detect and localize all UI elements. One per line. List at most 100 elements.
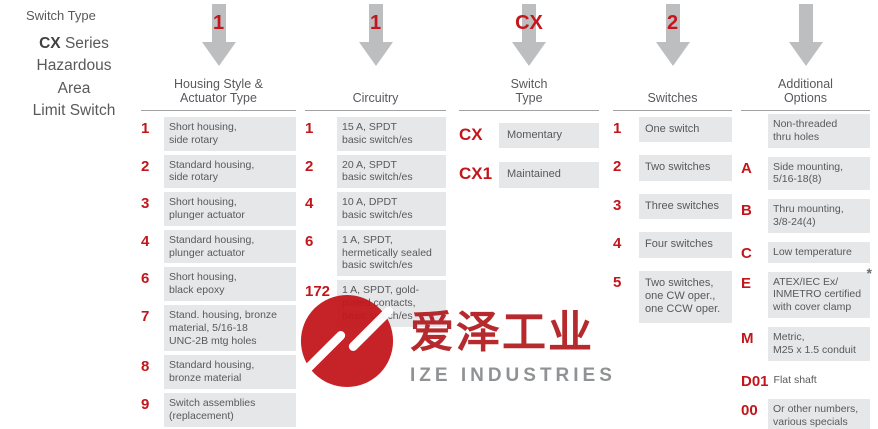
option-desc: Three switches [639,193,732,220]
option-code: A [741,159,752,177]
option-row: C Low temperature [741,241,870,263]
option-desc: Standard housing, side rotary [164,154,296,189]
option-row: 1 15 A, SPDT basic switch/es [305,117,446,151]
selected-code: CX [515,12,543,34]
option-row: M Metric, M25 x 1.5 conduit [741,326,870,361]
option-desc: Non-threaded thru holes [768,114,870,148]
selected-code: 2 [666,12,679,34]
option-code: 2 [141,157,150,175]
option-code: M [741,329,754,347]
option-code: 6 [305,232,314,250]
option-code: E [741,274,752,292]
option-desc: Or other numbers, various specials [768,399,870,429]
option-code: CX [459,125,483,144]
option-row: 2 20 A, SPDT basic switch/es [305,154,446,189]
column-title: Additional Options [778,76,833,106]
option-desc: 1 A, SPDT, hermetically sealed basic swi… [337,229,446,277]
option-code: 2 [305,157,314,175]
option-desc: 20 A, SPDT basic switch/es [337,154,446,189]
option-code: 4 [613,235,622,253]
down-arrow-icon [788,4,823,66]
column-housing-actuator: 1 Housing Style & Actuator Type 1 Short hou… [141,0,296,429]
option-desc: Standard housing, plunger actuator [164,229,296,264]
option-row: 9 Switch assemblies (replacement) [141,392,296,427]
option-code: 9 [141,395,150,413]
option-row: B Thru mounting, 3/8-24(4) [741,199,870,233]
title-line-2: Hazardous [36,57,112,75]
watermark-chinese: 爱泽工业 [410,306,594,358]
option-desc: Flat shaft [773,373,817,386]
option-row: 7 Stand. housing, bronze material, 5/16-1… [141,304,296,352]
option-desc: Maintained [499,162,599,188]
option-row: 3 Short housing, plunger actuator [141,192,296,226]
option-code [741,114,768,117]
option-code: C [741,244,752,262]
option-code: 172 [305,283,331,301]
option-row: D01 Flat shaft [741,370,870,391]
column-title: Housing Style & Actuator Type [174,76,263,106]
option-code: 2 [613,158,622,176]
column-header-zone: CX Switch Type [459,0,599,111]
series-line: CX Series [39,35,109,52]
option-list: 1 15 A, SPDT basic switch/es 2 20 A, SPDT b… [305,117,446,327]
option-code: 7 [141,307,150,325]
option-desc: Stand. housing, bronze material, 5/16-18… [164,304,296,352]
ize-watermark: 爱泽工业 IZE INDUSTRIES [298,292,616,390]
option-desc: Standard housing, bronze material [164,355,296,389]
watermark-text: 爱泽工业 IZE INDUSTRIES [410,296,616,387]
switch-type-label: Switch Type [26,8,96,23]
option-desc: Two switches [639,155,732,181]
option-code: 1 [613,120,622,137]
title-line-3: Area [57,79,91,97]
down-arrow-icon [358,4,393,66]
option-desc: Short housing, side rotary [164,117,296,151]
option-row: 4 Standard housing, plunger actuator [141,229,296,264]
option-code: 4 [141,232,150,250]
column-header-zone: Additional Options [741,0,870,111]
option-desc: One switch [639,117,732,143]
down-arrow-icon [512,4,546,66]
option-code: 6 [141,270,150,288]
option-code: 4 [305,195,314,213]
option-row: E ATEX/IEC Ex/ INMETRO certified with cov… [741,265,872,318]
option-row: 6 1 A, SPDT, hermetically sealed basic sw… [305,229,446,277]
option-desc: Side mounting, 5/16-18(8) [768,156,870,191]
option-desc: Metric, M25 x 1.5 conduit [768,326,870,361]
column-title: Switch Type [510,76,548,106]
option-desc: Four switches [639,232,732,258]
option-code: 1 [141,120,150,137]
option-code: 3 [141,195,150,213]
option-code: B [741,202,752,220]
title-line-4: Limit Switch [32,102,116,120]
option-desc: 15 A, SPDT basic switch/es [337,117,446,151]
option-desc: Low temperature [768,241,870,263]
option-code: D01 [741,372,769,390]
option-row: 1 One switch [613,117,732,143]
option-row: Non-threaded thru holes [741,114,870,148]
option-desc: ATEX/IEC Ex/ INMETRO certified with cove… [768,271,870,318]
product-title-block: Switch Type CX Series Hazardous Area Lim… [16,8,132,123]
option-row: 1 Short housing, side rotary [141,117,296,151]
option-desc: Thru mounting, 3/8-24(4) [768,199,870,233]
footnote-asterisk: * [866,264,872,281]
option-desc: Switch assemblies (replacement) [164,392,296,427]
option-desc: Momentary [499,123,599,149]
column-title: Circuitry [352,91,399,106]
option-desc: Short housing, plunger actuator [164,192,296,226]
down-arrow-icon [201,4,236,66]
option-row: 2 Standard housing, side rotary [141,154,296,189]
option-code: 1 [305,120,314,137]
